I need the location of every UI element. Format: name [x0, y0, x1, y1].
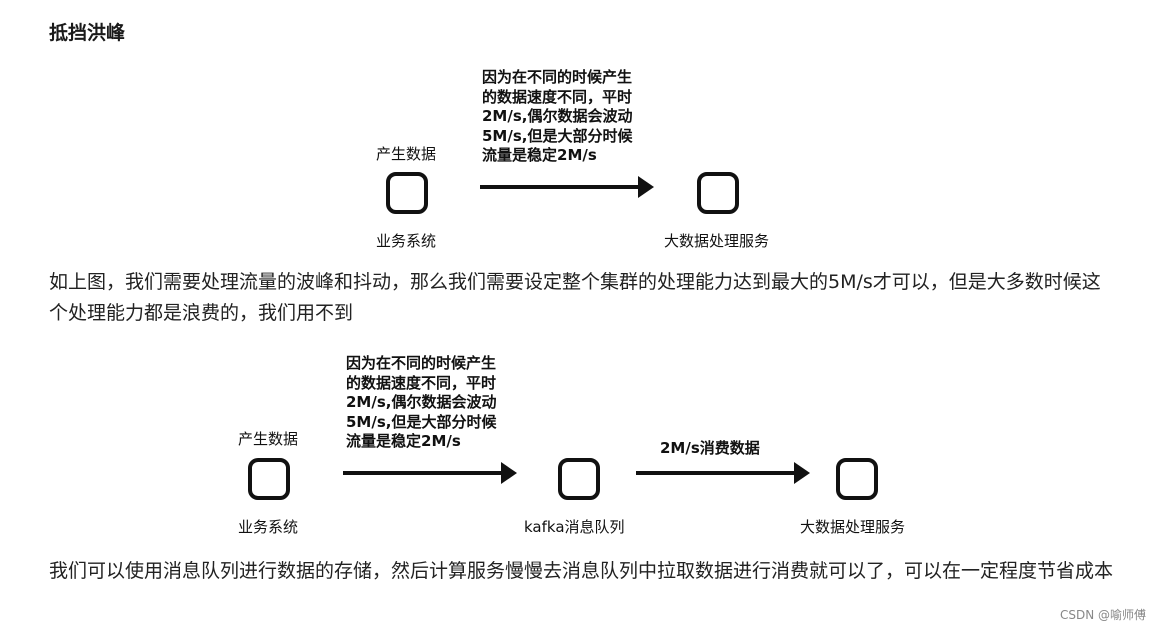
arrow-note-line: 的数据速度不同，平时: [346, 373, 497, 392]
target-node: [697, 172, 739, 214]
target-label: 大数据处理服务: [800, 518, 906, 536]
target-node: [836, 458, 878, 500]
flow-arrow: [343, 462, 517, 484]
queue-label: kafka消息队列: [524, 518, 625, 536]
arrow-note-line: 因为在不同的时候产生: [346, 354, 497, 372]
arrow-note: 因为在不同的时候产生 的数据速度不同，平时 2M/s,偶尔数据会波动 5M/s,…: [482, 68, 632, 166]
arrow-note-line: 流量是稳定2M/s: [346, 432, 461, 450]
arrow-note-line: 的数据速度不同，平时: [482, 87, 633, 106]
paragraph-2: 我们可以使用消息队列进行数据的存储，然后计算服务慢慢去消息队列中拉取数据进行消费…: [49, 560, 1114, 582]
consume-arrow: [636, 462, 810, 484]
arrow-note: 因为在不同的时候产生 的数据速度不同，平时 2M/s,偶尔数据会波动 5M/s,…: [346, 354, 496, 452]
source-top-label: 产生数据: [376, 145, 437, 163]
section-heading: 抵挡洪峰: [49, 22, 126, 44]
arrow-note-line: 2M/s,偶尔数据会波动: [482, 107, 633, 125]
arrow-note-line: 因为在不同的时候产生: [482, 68, 633, 86]
flow-arrow: [480, 176, 654, 198]
paragraph-1: 如上图，我们需要处理流量的波峰和抖动，那么我们需要设定整个集群的处理能力达到最大…: [49, 271, 1101, 324]
source-node: [386, 172, 428, 214]
arrow-note-line: 2M/s,偶尔数据会波动: [346, 393, 497, 411]
source-bottom-label: 业务系统: [376, 232, 437, 250]
source-node: [248, 458, 290, 500]
source-bottom-label: 业务系统: [238, 518, 299, 536]
consume-label: 2M/s消费数据: [660, 439, 760, 457]
target-label: 大数据处理服务: [664, 232, 770, 250]
source-top-label: 产生数据: [238, 430, 299, 448]
arrow-note-line: 5M/s,但是大部分时候: [482, 126, 633, 145]
arrow-note-line: 5M/s,但是大部分时候: [346, 412, 497, 431]
arrow-note-line: 流量是稳定2M/s: [482, 146, 597, 164]
queue-node: [558, 458, 600, 500]
watermark: CSDN @喻师傅: [1059, 608, 1146, 622]
